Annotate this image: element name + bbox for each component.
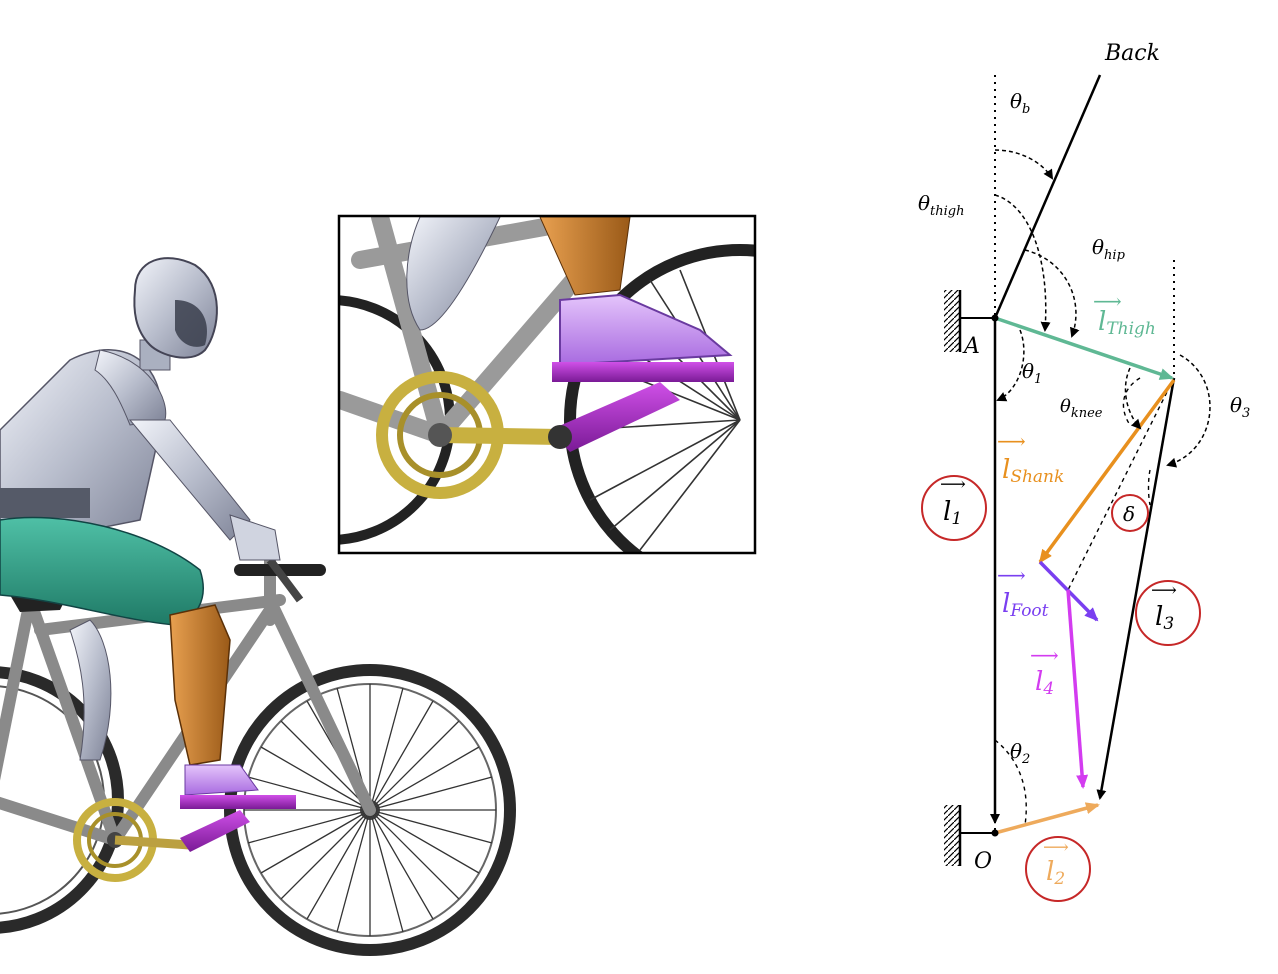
ground-o: [944, 805, 962, 866]
inset-frame: [337, 214, 757, 555]
label-point-a: A: [962, 334, 980, 359]
label-l-2: l2: [1046, 857, 1065, 889]
pedal-platform: [180, 795, 296, 809]
link-markers: [921, 475, 1201, 902]
label-l-3: l3: [1155, 602, 1174, 634]
handlebar: [234, 557, 326, 603]
label-l-1: l1: [943, 497, 962, 529]
label-back: Back: [1104, 41, 1160, 66]
arc-theta-1: [996, 329, 1025, 402]
label-theta-knee: θknee: [1060, 396, 1103, 421]
label-theta-thigh: θthigh: [918, 191, 965, 219]
label-theta-3: θ3: [1230, 393, 1250, 421]
humanoid-belt: [0, 488, 90, 518]
label-l-2-arrow: ⟶: [1043, 837, 1069, 858]
dashed-construction: [994, 377, 1175, 826]
circle-delta: [1111, 494, 1149, 532]
diagram-labels: Back θb θthigh θhip A θ1 θknee θ3 lThigh…: [918, 41, 1250, 889]
chainring: [73, 798, 191, 882]
label-l-1-arrow: ⟶: [940, 474, 966, 495]
label-l-thigh-arrow: ⟶: [1093, 289, 1122, 313]
humanoid-shoe: [184, 764, 259, 796]
circle-l2: [1025, 836, 1091, 902]
link-l3: [1096, 377, 1176, 800]
humanoid-hand: [229, 514, 281, 561]
pedal-arm: [180, 810, 250, 852]
circle-l1: [921, 475, 987, 541]
vector-l2: [994, 802, 1100, 835]
label-l-3-arrow: ⟶: [1151, 580, 1177, 601]
humanoid-thigh: [0, 516, 204, 626]
arc-theta-3: [1166, 354, 1211, 468]
inset-zoom: [337, 214, 757, 555]
humanoid-visor: [175, 300, 207, 347]
label-delta: δ: [1123, 502, 1135, 526]
front-wheel: [224, 664, 516, 956]
joint-a: [991, 314, 999, 322]
vector-shank: [1038, 378, 1176, 564]
label-l-shank: lShank: [1002, 455, 1064, 487]
angle-arcs: [994, 149, 1211, 468]
arc-theta-b: [994, 149, 1054, 180]
kinematic-diagram: Back θb θthigh θhip A θ1 θknee θ3 lThigh…: [918, 41, 1250, 902]
joint-o: [991, 829, 999, 837]
arc-theta-hip: [1024, 249, 1080, 338]
label-l-foot: lFoot: [1002, 589, 1049, 621]
label-l-foot-arrow: ⟶: [997, 563, 1026, 587]
label-l-shank-arrow: ⟶: [997, 429, 1026, 453]
humanoid-forearm: [128, 419, 251, 541]
label-theta-b: θb: [1010, 89, 1030, 117]
back-segment: [993, 74, 1102, 319]
ground-a: [944, 290, 962, 352]
arc-theta-knee: [1124, 367, 1142, 430]
vector-thigh: [994, 316, 1174, 380]
label-theta-hip: θhip: [1092, 235, 1126, 263]
label-theta-2: θ2: [1010, 739, 1030, 767]
vector-l4: [1066, 589, 1089, 789]
humanoid-hip-shield: [69, 619, 112, 761]
humanoid-shank: [169, 604, 231, 766]
label-point-o: O: [974, 849, 992, 874]
label-l-4-arrow: ⟶: [1030, 643, 1059, 667]
label-l-4: l4: [1035, 667, 1054, 699]
label-theta-1: θ1: [1022, 359, 1042, 387]
cyclist-illustration: [0, 257, 516, 956]
label-l-thigh: lThigh: [1098, 307, 1156, 339]
circle-l3: [1135, 580, 1201, 646]
